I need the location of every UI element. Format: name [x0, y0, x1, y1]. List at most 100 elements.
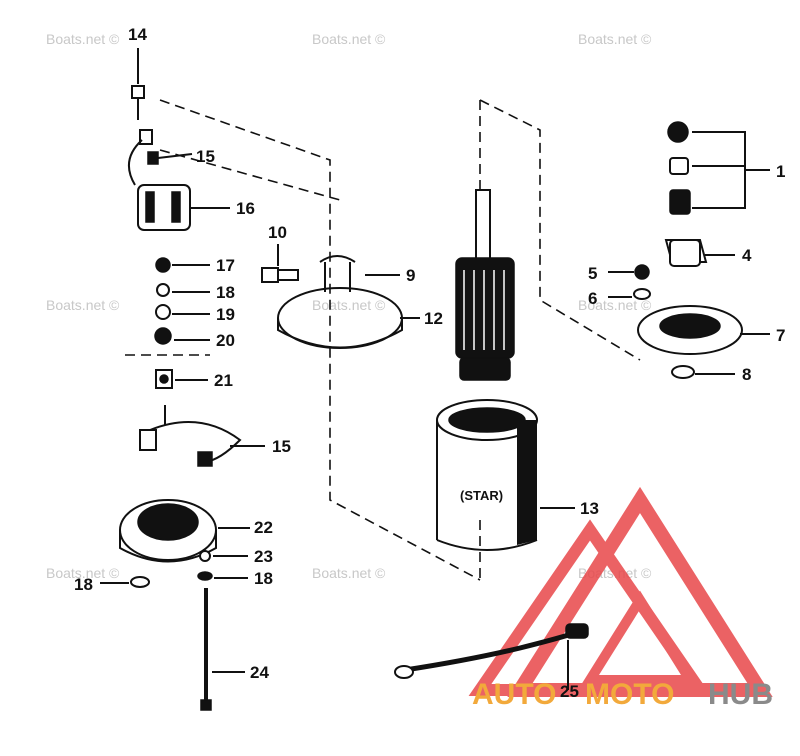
part-4-drive-gear — [664, 239, 735, 267]
callouts: 1 4 5 6 7 8 9 10 12 13 14 15 16 17 18 19… — [74, 25, 785, 701]
leader-1 — [692, 131, 770, 209]
part-14-bolt — [131, 48, 145, 120]
brush-wire — [127, 139, 143, 186]
part-10-bolt — [261, 244, 299, 283]
watermark-text: Boats.net © — [578, 297, 652, 313]
part-19-washer — [155, 304, 171, 320]
washer-8 — [671, 365, 695, 379]
end-cap-inner — [137, 503, 199, 541]
callout-15-bottom: 15 — [272, 437, 291, 456]
frame-top-inner — [448, 407, 526, 433]
part-15-brush-lead-top — [127, 129, 193, 186]
cable-eyelet — [394, 665, 414, 679]
callout-1: 1 — [776, 162, 785, 181]
part-1-collar — [669, 157, 689, 175]
brand-hub: HUB — [708, 678, 773, 711]
brand-logo — [468, 486, 773, 697]
callout-25: 25 — [560, 682, 579, 701]
callout-18-top: 18 — [216, 283, 235, 302]
callout-20: 20 — [216, 331, 235, 350]
part-15-brush-lead-bottom — [139, 405, 265, 467]
callout-6: 6 — [588, 289, 597, 308]
part-16-brush-holder — [137, 184, 230, 231]
leader-15a — [157, 153, 193, 159]
watermark-text: Boats.net © — [46, 297, 120, 313]
callout-8: 8 — [742, 365, 751, 384]
callout-14: 14 — [128, 25, 147, 44]
part-1-drive-assembly — [667, 121, 770, 215]
frame-label-star: (STAR) — [460, 488, 503, 503]
brush-2 — [147, 151, 159, 165]
callout-18-bottom: 18 — [254, 569, 273, 588]
callout-13: 13 — [580, 499, 599, 518]
lead-brush — [139, 429, 157, 451]
callout-17: 17 — [216, 256, 235, 275]
armature-windings — [463, 270, 505, 350]
logo-triangle-center — [580, 590, 700, 685]
watermark-text: Boats.net © — [312, 297, 386, 313]
callout-24: 24 — [250, 663, 269, 682]
bolt-10-head — [261, 267, 279, 283]
through-bolt-end — [200, 699, 212, 711]
watermark-text: Boats.net © — [46, 565, 120, 581]
part-9-armature — [455, 189, 515, 381]
frame-shadow — [517, 420, 537, 545]
brush-holder-slot — [171, 191, 181, 223]
callout-18-left: 18 — [74, 575, 93, 594]
part-5-nut — [634, 264, 650, 280]
armature-shaft — [475, 189, 491, 261]
part-12-clamp-band — [277, 255, 420, 349]
part-18-washer-b — [197, 571, 213, 581]
callout-7: 7 — [776, 326, 785, 345]
watermark-text: Boats.net © — [312, 565, 386, 581]
callout-19: 19 — [216, 305, 235, 324]
watermarks: Boats.net © Boats.net © Boats.net © Boat… — [46, 31, 652, 581]
part-8-washer — [671, 365, 735, 379]
callout-4: 4 — [742, 246, 752, 265]
cable-terminal — [565, 623, 589, 639]
part-25-cable — [394, 623, 589, 690]
callout-10: 10 — [268, 223, 287, 242]
bolt-head — [131, 85, 145, 99]
part-23-nut — [199, 550, 211, 562]
band-clip — [319, 255, 356, 292]
watermark-text: Boats.net © — [46, 31, 120, 47]
dashed-line-right — [479, 99, 641, 361]
assembly-lines — [125, 99, 641, 581]
part-1-spring — [669, 189, 691, 215]
watermark-text: Boats.net © — [578, 31, 652, 47]
brush — [139, 129, 153, 145]
callout-22: 22 — [254, 518, 273, 537]
callout-16: 16 — [236, 199, 255, 218]
brand-wordmark: AUTO MOTO HUB — [472, 678, 773, 711]
brand-moto: MOTO — [585, 678, 674, 711]
callout-21: 21 — [214, 371, 233, 390]
callout-9: 9 — [406, 266, 415, 285]
part-18-washer-c — [130, 576, 150, 588]
end-plate-hole — [725, 329, 731, 335]
part-22-end-cap — [119, 499, 250, 563]
part-13-frame: (STAR) — [436, 399, 575, 551]
brush-holder-slot — [145, 191, 155, 223]
brand-auto: AUTO — [472, 678, 556, 711]
cable-wire — [404, 629, 579, 673]
callout-23: 23 — [254, 547, 273, 566]
terminal-screw — [159, 374, 169, 384]
part-1-nut — [667, 121, 689, 143]
band-edge — [277, 318, 403, 349]
drive-gear-body — [669, 239, 701, 267]
end-plate-hole — [649, 329, 655, 335]
end-plate-center — [659, 313, 721, 339]
part-24-through-bolt — [200, 588, 245, 711]
lead-brush-2 — [197, 451, 213, 467]
part-17-nut — [155, 257, 171, 273]
small-fasteners — [100, 550, 248, 588]
bolt-10-thread — [277, 269, 299, 281]
parts-5-6 — [608, 264, 651, 300]
frame-bottom — [436, 539, 538, 551]
end-cap-rim — [119, 530, 217, 563]
watermark-text: Boats.net © — [312, 31, 386, 47]
callout-5: 5 — [588, 264, 597, 283]
armature-commutator — [459, 357, 511, 381]
